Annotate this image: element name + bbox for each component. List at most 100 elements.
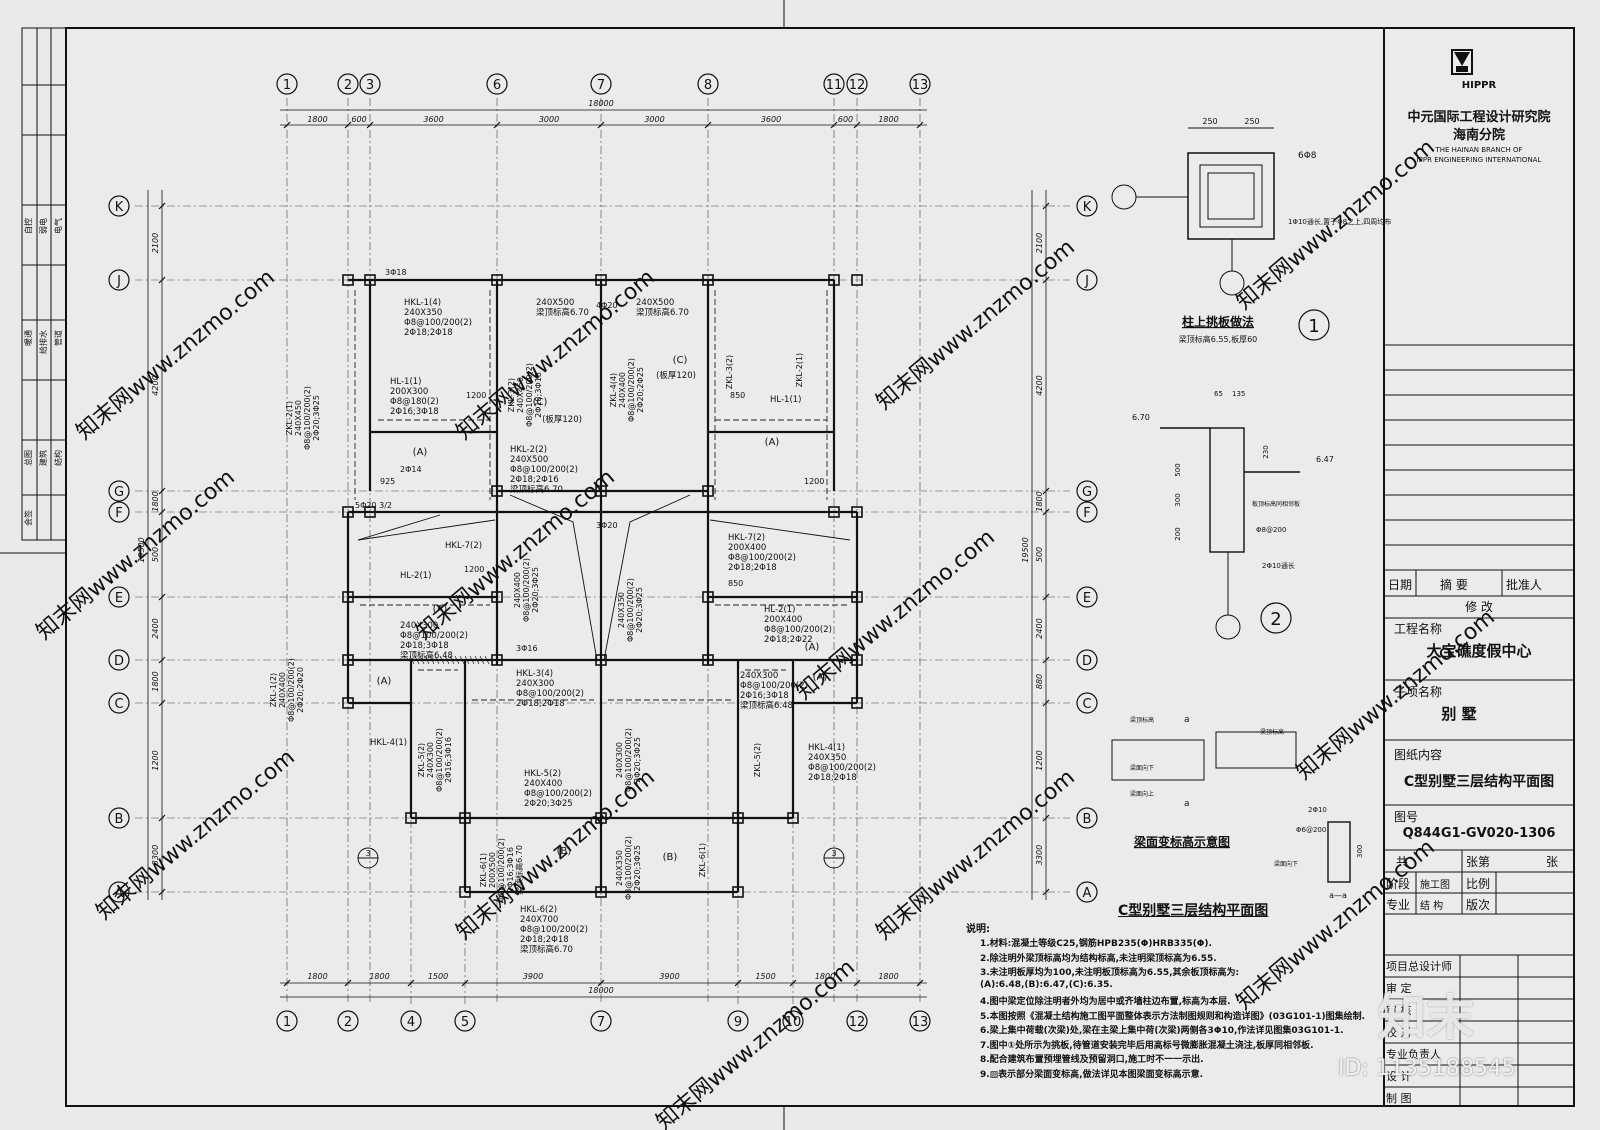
hatch: [484, 655, 490, 665]
column-beam-label-line: ZKL-3(2): [725, 355, 734, 389]
beam-label-line: Φ8@100/200(2): [808, 763, 876, 773]
slope-line: [357, 514, 441, 541]
dim-tick: [916, 979, 924, 987]
column-beam-label: ZKL-6(1)200X500Φ8@100/200(2)2Φ16;3Φ16梁顶标…: [479, 838, 524, 902]
detail1-outline: [1187, 152, 1275, 240]
strip-label: 管道: [53, 330, 63, 346]
column-beam-label-line: ZKL-3(2): [507, 378, 516, 412]
strip-label: 弱电: [38, 218, 48, 234]
dim-tick: [734, 979, 742, 987]
dim-text: 250: [1244, 117, 1259, 126]
note-line: 9.▨表示部分梁面变标高,做法详见本图梁面变标高示意.: [980, 1069, 1204, 1080]
axis-bubble: [108, 807, 130, 829]
left-signoff-strip: 自控弱电电气暖通给排水管道总图建筑结构会签: [21, 27, 67, 541]
beam-label: HKL-4(1): [370, 738, 407, 748]
axis-bubble: [909, 1010, 931, 1032]
axis-label: B: [1083, 812, 1092, 827]
rebar-mark: 3Φ18: [385, 268, 407, 277]
column: [491, 485, 503, 497]
beam-label-line: 2Φ18;2Φ18: [520, 935, 569, 945]
column-beam-label-line: Φ8@100/200(2): [525, 363, 534, 427]
dim-tick: [344, 121, 352, 129]
axis-bubble: [1076, 881, 1098, 903]
dim-tick: [1042, 699, 1050, 707]
axis-label: G: [1082, 485, 1092, 500]
axis-bubble: [1076, 480, 1098, 502]
beam-label-line: 2Φ16;3Φ18: [390, 407, 439, 417]
beam-label-line: 240X300: [516, 679, 554, 689]
slab-mark: (A): [765, 437, 780, 448]
column-beam-label-line: ZKL-5(2): [417, 743, 426, 777]
dim-text: 1800: [369, 972, 389, 981]
axis-bubble: [108, 501, 130, 523]
axis-label: C: [1082, 697, 1091, 712]
beam-label-line: 梁顶标高6.70: [536, 307, 589, 318]
beam-label-line: 2Φ18;3Φ18: [400, 641, 449, 651]
axis-label: 4: [407, 1015, 415, 1030]
hatch: [459, 655, 465, 665]
detail-note: 板顶标高同相邻板: [1252, 500, 1300, 508]
hatch: [429, 655, 435, 665]
axis-label: J: [1084, 274, 1089, 289]
dim-tick: [158, 656, 166, 664]
hippr-logo: [1451, 49, 1473, 75]
hatch: [439, 655, 445, 665]
column-beam-label-line: ZKL-6(1): [479, 853, 488, 887]
note-line: 8.配合建筑布置预埋管线及预留洞口,施工时不一一示出.: [980, 1055, 1204, 1065]
beam-label-line: 梁顶标高6.48: [740, 700, 793, 711]
column: [491, 591, 503, 603]
column: [787, 812, 799, 824]
axis-bubble: [108, 269, 130, 291]
beam-label-line: 梁顶标高6.70: [520, 944, 573, 955]
column-beam-label: ZKL-5(2)240X300Φ8@100/200(2)2Φ16;3Φ16: [417, 728, 453, 792]
column: [595, 654, 607, 666]
institute-en-1: THE HAINAN BRANCH OF: [1435, 146, 1523, 154]
dim-tick: [283, 121, 291, 129]
beam-label-line: 240X350: [808, 753, 846, 763]
role-label: 设 计: [1386, 1070, 1412, 1083]
column-beam-label-line: 2Φ18;3Φ18: [534, 372, 543, 418]
column: [851, 274, 863, 286]
beam-label-line: HKL-1(4): [404, 298, 441, 308]
role-label: 审 定: [1386, 982, 1412, 995]
dim-tick: [366, 121, 374, 129]
hatch: [454, 655, 460, 665]
beam-label-line: HKL-7(2): [445, 541, 482, 551]
column: [364, 506, 376, 518]
dim-tick: [158, 888, 166, 896]
dim-text: 1800: [878, 972, 898, 981]
strip-label: 自控: [23, 218, 33, 234]
beam-label-line: 200X400: [728, 543, 766, 553]
column-beam-label: 240X350Φ8@100/200(2)2Φ20;3Φ25: [615, 836, 642, 900]
axis-label: E: [115, 591, 123, 606]
strip-label: 暖通: [23, 330, 33, 346]
rev-date-label: 日期: [1388, 578, 1413, 592]
column-beam-label-line: 2Φ20;3Φ25: [531, 567, 540, 613]
column-beam-label-line: 240X300: [426, 742, 435, 778]
signoff-label: 会签: [23, 510, 33, 526]
axis-label: C: [114, 697, 123, 712]
dim-text: 2100: [151, 233, 160, 253]
column: [702, 591, 714, 603]
column: [364, 274, 376, 286]
detail-number: 2: [1270, 609, 1281, 630]
beam-label-line: 240X500: [536, 298, 574, 308]
column-beam-label: ZKL-2(1)240X450Φ8@100/200(2)2Φ20;3Φ25: [285, 386, 321, 450]
notes-header: 说明:: [966, 924, 990, 935]
dim-tick: [461, 979, 469, 987]
axis-label: 13: [912, 1015, 929, 1030]
note-line: 1.材料:混凝土等级C25,钢筋HPB235(Φ)HRB335(Φ).: [980, 939, 1212, 949]
scale-label: 比例: [1466, 877, 1491, 891]
dim-tick: [1042, 276, 1050, 284]
detail1-core: [1207, 172, 1255, 220]
slope-line: [603, 494, 691, 661]
column-beam-label-line: 2Φ16;3Φ16: [444, 737, 453, 783]
detail3-beam: [1111, 739, 1205, 781]
detail-number-bubble: [1298, 309, 1330, 341]
